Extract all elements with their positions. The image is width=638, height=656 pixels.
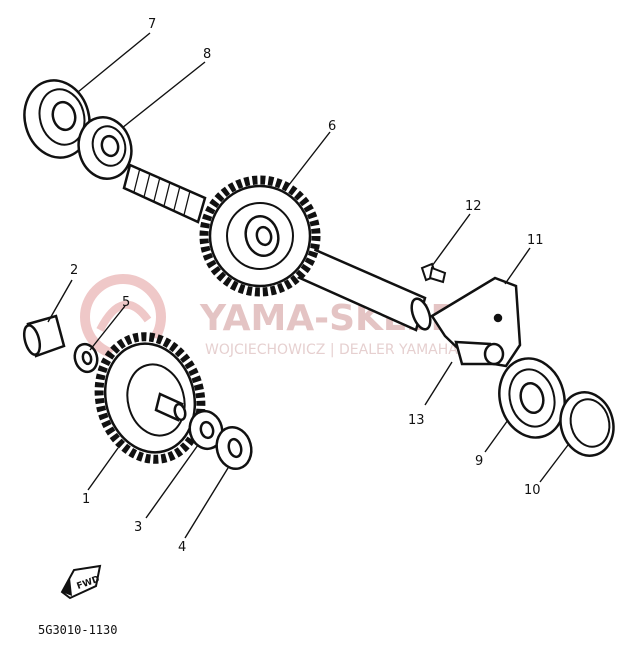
callout-3: 3 bbox=[134, 520, 142, 535]
callout-4: 4 bbox=[178, 540, 186, 555]
callout-13: 13 bbox=[408, 413, 425, 428]
callout-11: 11 bbox=[527, 233, 544, 248]
part-11-bracket bbox=[430, 276, 522, 368]
callout-7: 7 bbox=[148, 17, 156, 32]
callout-8: 8 bbox=[203, 47, 211, 62]
part-3-washer bbox=[188, 409, 224, 451]
fwd-arrow-marker: FWD bbox=[60, 564, 102, 600]
part-2-collar bbox=[22, 314, 66, 358]
part-10-oil-seal bbox=[559, 391, 615, 457]
part-4-washer bbox=[215, 425, 253, 471]
callout-9: 9 bbox=[475, 454, 483, 469]
callout-10: 10 bbox=[524, 483, 541, 498]
part-12-bolt bbox=[420, 262, 447, 284]
callout-12: 12 bbox=[465, 199, 482, 214]
part-7-bearing bbox=[23, 79, 91, 159]
part-8-bearing bbox=[77, 116, 133, 180]
watermark-subline: WOJCIECHOWICZ | DEALER YAMAHA bbox=[205, 342, 458, 358]
part-9-bearing bbox=[498, 357, 566, 439]
fwd-arrow-icon bbox=[62, 578, 72, 596]
part-6-shaft-gear bbox=[122, 163, 432, 332]
part-5-washer bbox=[73, 342, 99, 374]
callout-2: 2 bbox=[70, 263, 78, 278]
watermark-logo-mark bbox=[96, 300, 152, 332]
callout-1: 1 bbox=[82, 492, 90, 507]
leader-lines bbox=[47, 32, 569, 539]
part-1-gear bbox=[94, 332, 206, 464]
callout-6: 6 bbox=[328, 119, 336, 134]
callout-5: 5 bbox=[122, 295, 130, 310]
part-code: 5G3010-1130 bbox=[38, 623, 117, 637]
callout-labels: 1 2 3 4 5 6 7 8 9 10 11 12 13 bbox=[70, 17, 544, 555]
